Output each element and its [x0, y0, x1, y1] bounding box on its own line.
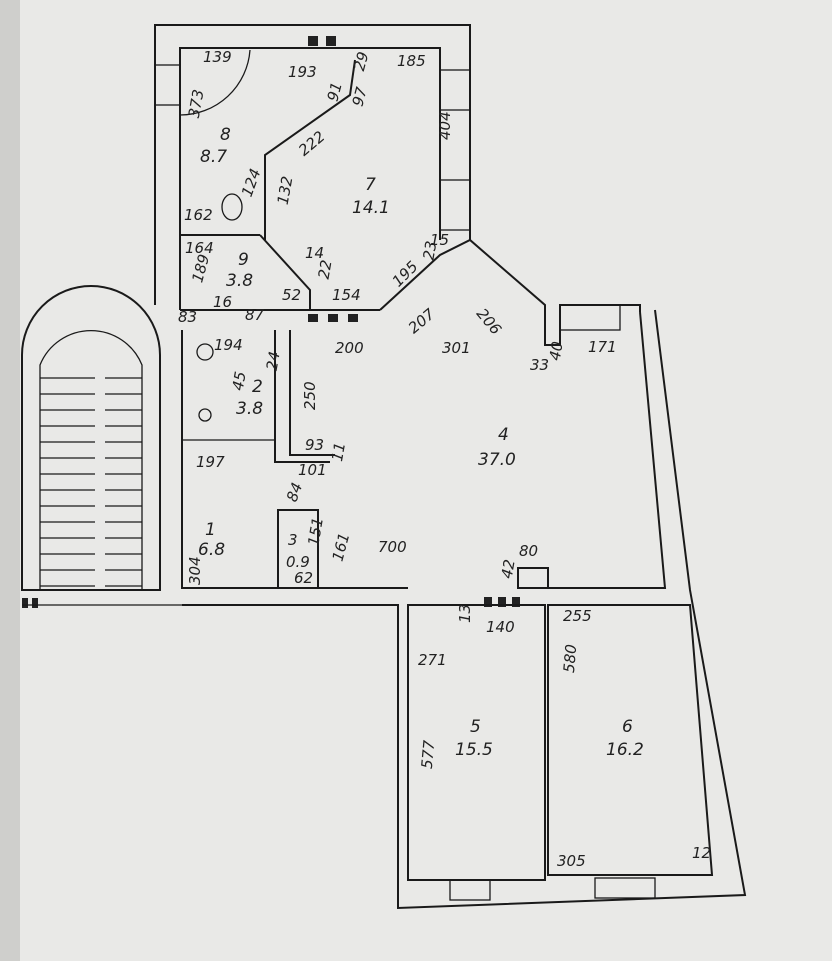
- door-swing: [179, 49, 251, 116]
- dim: 373: [185, 88, 208, 119]
- dim: 80: [519, 542, 538, 560]
- room-6-walls: [547, 604, 714, 876]
- stair-steps: [40, 377, 142, 587]
- dim: 700: [378, 538, 407, 556]
- room-1-number: 1: [205, 520, 216, 540]
- dim: 13: [456, 604, 474, 623]
- dim: 151: [304, 516, 327, 547]
- windows: [154, 64, 656, 901]
- door-niche: [517, 567, 549, 589]
- room-3-number: 3: [288, 531, 298, 549]
- staircase-inner: [39, 329, 143, 590]
- room-3-walls: [277, 509, 319, 589]
- dim: 91: [324, 80, 346, 103]
- dim: 132: [274, 175, 297, 206]
- room-5-walls: [407, 604, 546, 881]
- dim: 305: [557, 852, 586, 870]
- wall-room-2: [274, 330, 330, 463]
- dim: 29: [350, 50, 372, 73]
- dim: 16: [213, 293, 232, 311]
- dim: 97: [349, 85, 371, 109]
- dim: 124: [238, 166, 265, 199]
- room-4-area: 37.0: [478, 450, 516, 470]
- dim: 24: [263, 350, 284, 372]
- room-4-number: 4: [498, 425, 509, 445]
- dim: 12: [692, 844, 711, 862]
- dim: 193: [288, 63, 317, 81]
- dim: 189: [188, 252, 213, 284]
- room-3-area: 0.9: [286, 553, 310, 571]
- wall-left-rooms-1-2: [181, 330, 408, 589]
- dim: 87: [245, 306, 265, 324]
- paper-edge: [0, 0, 20, 961]
- inner-wall-room-7-8: [179, 47, 441, 310]
- outer-wall-top: [154, 24, 471, 305]
- dim: 40: [546, 340, 567, 362]
- dim: 33: [530, 356, 549, 374]
- room-2-area: 3.8: [236, 399, 263, 419]
- dim: 206: [473, 305, 505, 339]
- dim: 171: [588, 338, 617, 356]
- staircase: [21, 285, 161, 591]
- room-2-number: 2: [252, 377, 263, 397]
- dim: 42: [498, 558, 519, 580]
- dim: 161: [329, 531, 354, 563]
- dim: 45: [229, 370, 250, 392]
- dim: 162: [184, 206, 213, 224]
- dim: 62: [294, 569, 313, 587]
- dim: 15: [430, 231, 449, 249]
- partition-7-8: [264, 59, 356, 240]
- dim: 164: [185, 239, 214, 257]
- dim: 580: [560, 644, 580, 674]
- room-6-number: 6: [622, 717, 633, 737]
- room-9-number: 9: [238, 250, 249, 270]
- dim: 185: [397, 52, 426, 70]
- fixture-icon: [198, 408, 212, 422]
- room-7-area: 14.1: [352, 198, 390, 218]
- dim: 194: [214, 336, 243, 354]
- dim: 83: [178, 308, 197, 326]
- dim: 207: [405, 305, 439, 337]
- dim: 140: [486, 618, 515, 636]
- chimney-vents: [22, 36, 520, 608]
- dim: 222: [295, 127, 329, 159]
- wall-room-4-left: [289, 330, 335, 456]
- room-1-area: 6.8: [198, 540, 225, 560]
- dim: 101: [298, 461, 327, 479]
- dim: 22: [315, 258, 336, 280]
- dimension-labels: 139 193 185 373 404 222 132 124 162 164 …: [178, 48, 711, 870]
- dim: 14: [305, 244, 324, 262]
- room-labels: 1 6.8 2 3.8 3 0.9 4 37.0 5 15.5 6 16.2 7…: [198, 125, 644, 760]
- dim: 301: [442, 339, 471, 357]
- sink-icon: [196, 343, 214, 361]
- dim: 11: [328, 441, 349, 463]
- dim: 577: [418, 739, 438, 770]
- room-7-number: 7: [365, 175, 376, 195]
- dim: 271: [418, 651, 447, 669]
- outer-wall-bottom: [182, 309, 747, 910]
- dim: 404: [436, 111, 454, 140]
- dim: 197: [196, 453, 225, 471]
- wall-room-4-right: [548, 311, 667, 589]
- dim: 250: [301, 381, 319, 410]
- toilet-icon: [221, 193, 243, 221]
- dim: 304: [186, 556, 204, 585]
- room-8-number: 8: [220, 125, 231, 145]
- room-8-area: 8.7: [200, 147, 227, 167]
- dim: 200: [335, 339, 364, 357]
- dim: 154: [332, 286, 361, 304]
- dim: 23: [419, 239, 440, 261]
- dim: 93: [305, 436, 324, 454]
- room-6-area: 16.2: [606, 740, 644, 760]
- room-5-number: 5: [470, 717, 481, 737]
- room-5-area: 15.5: [455, 740, 493, 760]
- dim: 255: [563, 607, 592, 625]
- partition-7-9: [259, 234, 311, 310]
- dim: 139: [203, 48, 232, 66]
- room-9-area: 3.8: [226, 271, 253, 291]
- dim: 84: [283, 480, 306, 504]
- dim: 195: [389, 258, 422, 291]
- dim: 52: [282, 286, 301, 304]
